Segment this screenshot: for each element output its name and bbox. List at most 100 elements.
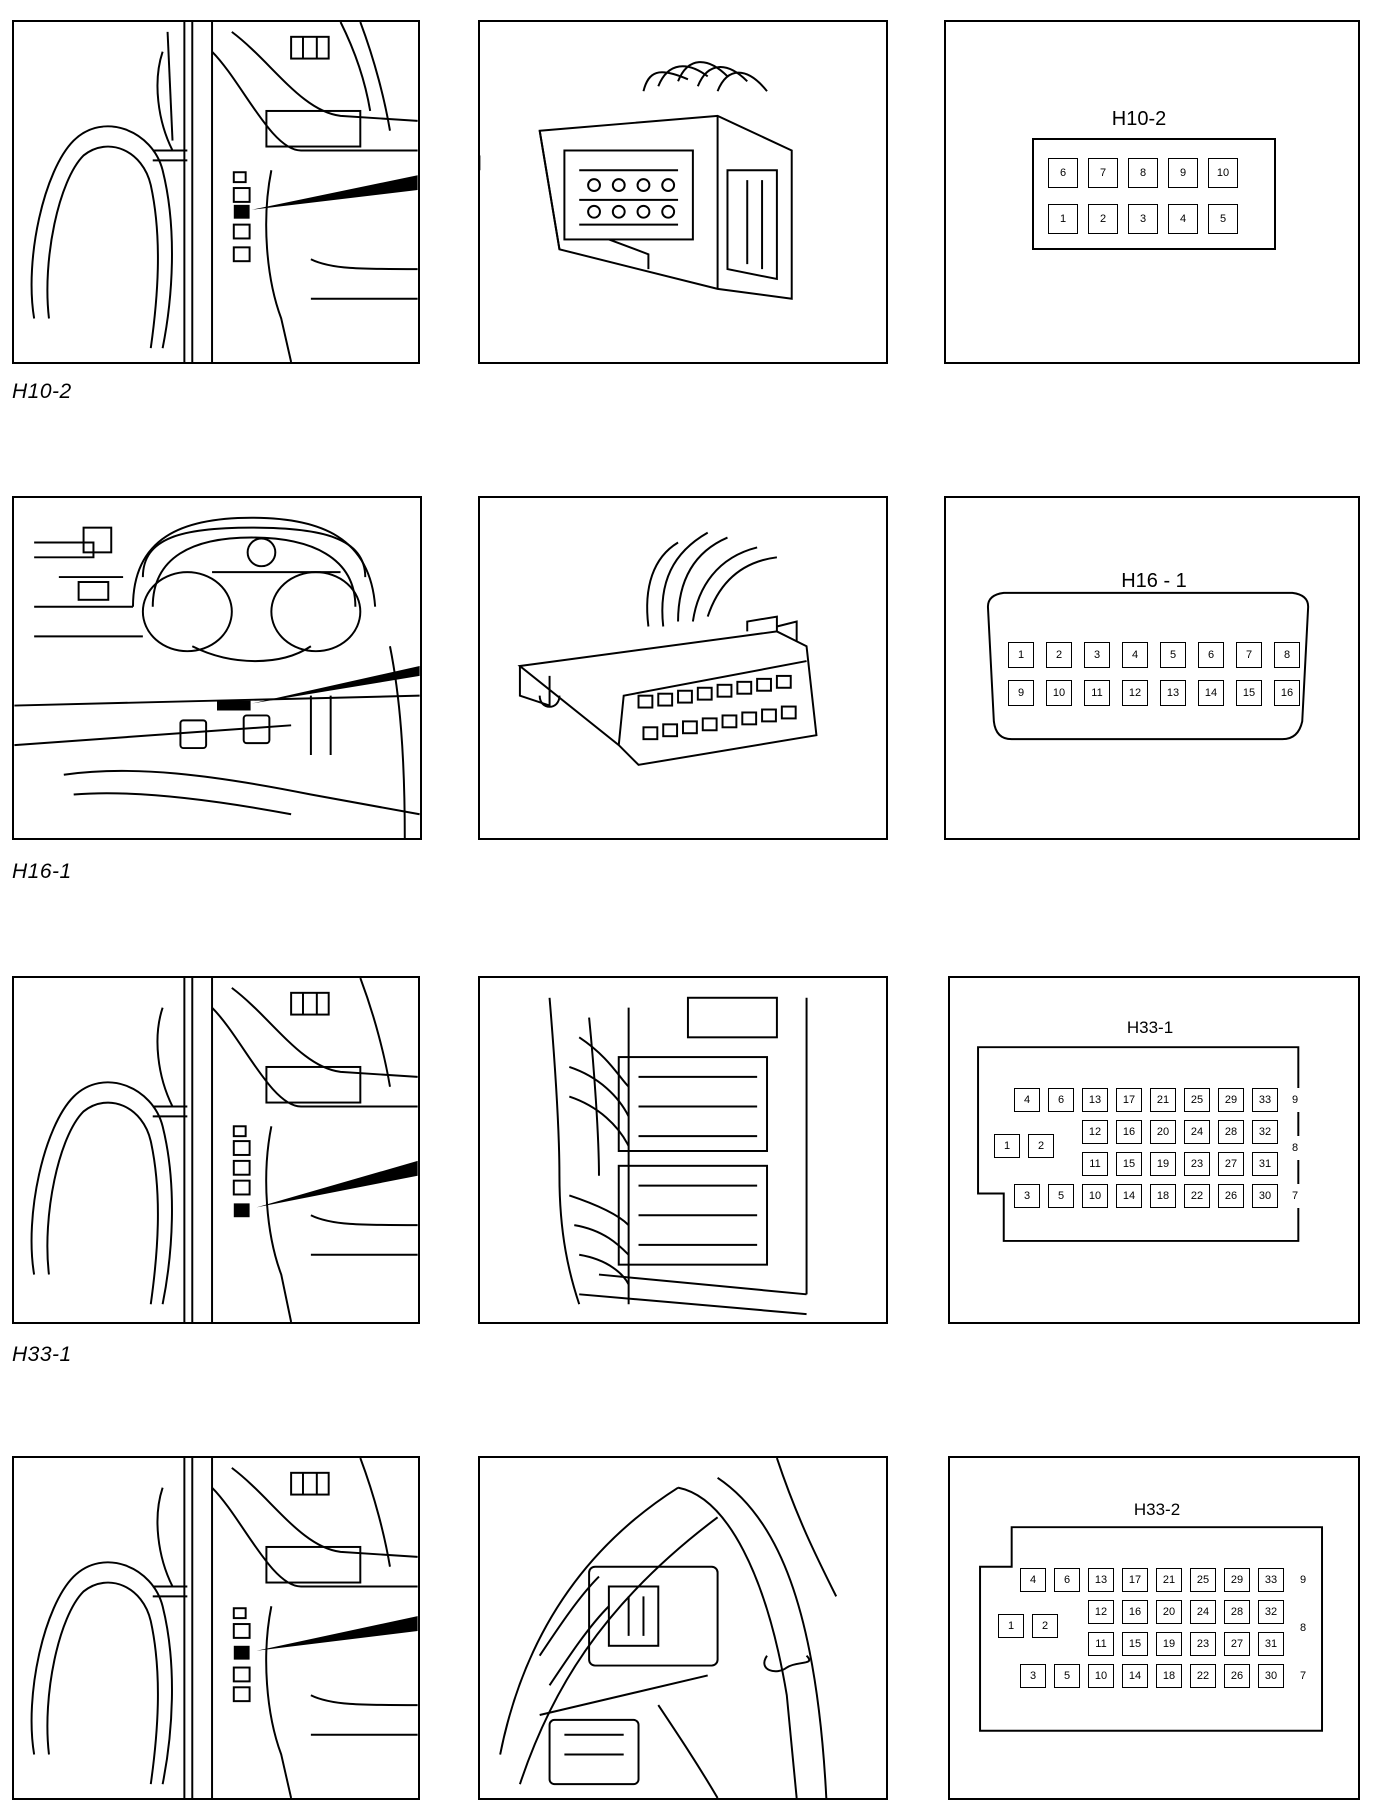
pin-2: 2 [1088, 204, 1118, 234]
connector-view-h33-1 [478, 976, 888, 1324]
pin-15: 15 [1122, 1632, 1148, 1656]
connector-housing [977, 1046, 1300, 1242]
location-view-h16-1 [12, 496, 422, 840]
pin-14: 14 [1198, 680, 1224, 706]
connector-view-h33-2 [478, 1456, 888, 1800]
pin-26: 26 [1218, 1184, 1244, 1208]
pin-28: 28 [1218, 1120, 1244, 1144]
pin-10: 10 [1088, 1664, 1114, 1688]
connector-view-h16-1 [478, 496, 888, 840]
pinout-view-h10-2: H10-2 6 7 8 9 10 1 2 3 4 5 [944, 20, 1360, 364]
connector-drawing [499, 1458, 838, 1798]
connector-title: H33-1 [1126, 1018, 1174, 1037]
pin-7: 7 [1292, 1664, 1314, 1688]
connector-housing [979, 1526, 1324, 1732]
pin-19: 19 [1156, 1632, 1182, 1656]
pin-13: 13 [1088, 1568, 1114, 1592]
pin-23: 23 [1190, 1632, 1216, 1656]
pin-7: 7 [1236, 642, 1262, 668]
connector-view-h10-2 [478, 20, 888, 364]
pin-1: 1 [1048, 204, 1078, 234]
pin-11: 11 [1088, 1632, 1114, 1656]
pin-24: 24 [1190, 1600, 1216, 1624]
pin-14: 14 [1116, 1184, 1142, 1208]
pin-30: 30 [1258, 1664, 1284, 1688]
connector-drawing [548, 996, 808, 1316]
pin-30: 30 [1252, 1184, 1278, 1208]
dashboard-drawing [30, 1458, 418, 1798]
pin-19: 19 [1150, 1152, 1176, 1176]
dashboard-drawing [14, 516, 420, 838]
pin-32: 32 [1252, 1120, 1278, 1144]
pin-20: 20 [1156, 1600, 1182, 1624]
pin-22: 22 [1184, 1184, 1210, 1208]
pin-31: 31 [1252, 1152, 1278, 1176]
pin-8: 8 [1128, 158, 1158, 188]
pin-5: 5 [1160, 642, 1186, 668]
pin-25: 25 [1190, 1568, 1216, 1592]
pin-17: 17 [1122, 1568, 1148, 1592]
pin-9: 9 [1284, 1088, 1306, 1112]
location-view-h33-2 [12, 1456, 420, 1800]
pin-16: 16 [1274, 680, 1300, 706]
pinout-view-h33-1: H33-1 4 6 13 17 21 25 29 33 9 12 16 20 2… [948, 976, 1360, 1324]
dashboard-drawing [30, 978, 418, 1322]
pin-11: 11 [1082, 1152, 1108, 1176]
section-caption: H10-2 [12, 380, 72, 403]
pin-16: 16 [1122, 1600, 1148, 1624]
pin-3: 3 [1020, 1664, 1046, 1688]
pin-7: 7 [1088, 158, 1118, 188]
pin-5: 5 [1054, 1664, 1080, 1688]
pin-22: 22 [1190, 1664, 1216, 1688]
pin-7: 7 [1284, 1184, 1306, 1208]
pin-26: 26 [1224, 1664, 1250, 1688]
pin-14: 14 [1122, 1664, 1148, 1688]
pin-12: 12 [1122, 680, 1148, 706]
pin-31: 31 [1258, 1632, 1284, 1656]
connector-title: H16 - 1 [1121, 570, 1187, 592]
pin-20: 20 [1150, 1120, 1176, 1144]
pin-1: 1 [998, 1614, 1024, 1638]
connector-drawing [517, 531, 818, 766]
pin-2: 2 [1032, 1614, 1058, 1638]
pin-9: 9 [1168, 158, 1198, 188]
pin-6: 6 [1048, 1088, 1074, 1112]
pin-16: 16 [1116, 1120, 1142, 1144]
section-caption: H33-1 [12, 1343, 72, 1366]
pin-12: 12 [1088, 1600, 1114, 1624]
pin-6: 6 [1198, 642, 1224, 668]
pin-10: 10 [1208, 158, 1238, 188]
connector-drawing [480, 61, 793, 300]
location-view-h33-1 [12, 976, 420, 1324]
section-caption: H16-1 [12, 860, 72, 883]
pin-21: 21 [1150, 1088, 1176, 1112]
pin-8: 8 [1274, 642, 1300, 668]
pin-1: 1 [994, 1134, 1020, 1158]
pin-4: 4 [1020, 1568, 1046, 1592]
connector-housing [986, 591, 1310, 741]
pin-11: 11 [1084, 680, 1110, 706]
pin-3: 3 [1014, 1184, 1040, 1208]
connector-title: H33-2 [1133, 1500, 1181, 1519]
pin-25: 25 [1184, 1088, 1210, 1112]
pin-3: 3 [1084, 642, 1110, 668]
pin-1: 1 [1008, 642, 1034, 668]
pin-27: 27 [1218, 1152, 1244, 1176]
pinout-view-h16-1: H16 - 1 1 2 3 4 5 6 7 8 9 10 11 12 13 14… [944, 496, 1360, 840]
pin-8: 8 [1284, 1136, 1306, 1160]
pin-29: 29 [1218, 1088, 1244, 1112]
pin-17: 17 [1116, 1088, 1142, 1112]
pin-33: 33 [1252, 1088, 1278, 1112]
pin-28: 28 [1224, 1600, 1250, 1624]
pin-8: 8 [1292, 1616, 1314, 1640]
pin-32: 32 [1258, 1600, 1284, 1624]
connector-title: H10-2 [1111, 108, 1167, 130]
pin-29: 29 [1224, 1568, 1250, 1592]
pin-6: 6 [1048, 158, 1078, 188]
pin-9: 9 [1292, 1568, 1314, 1592]
pin-5: 5 [1208, 204, 1238, 234]
pin-4: 4 [1122, 642, 1148, 668]
pin-27: 27 [1224, 1632, 1250, 1656]
pin-13: 13 [1082, 1088, 1108, 1112]
pin-4: 4 [1168, 204, 1198, 234]
